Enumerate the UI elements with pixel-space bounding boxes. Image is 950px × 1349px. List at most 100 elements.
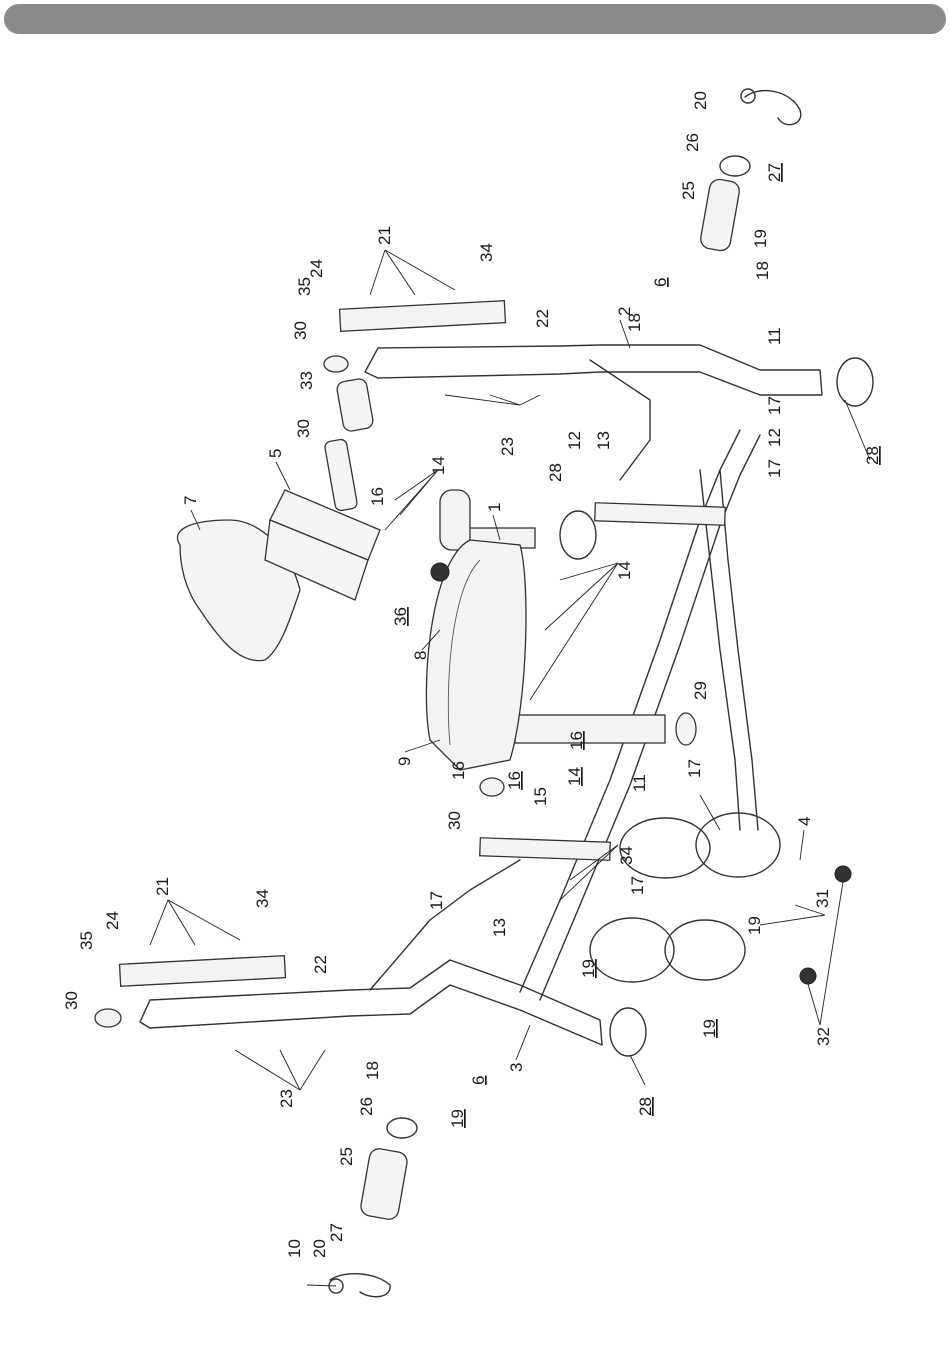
leveler-foot-1: [835, 866, 851, 882]
callout-17e: 17: [628, 876, 647, 895]
callout-28b: 28: [863, 446, 882, 465]
callout-10: 10: [285, 1239, 304, 1258]
callout-30c: 30: [445, 811, 464, 830]
pivot-disc-4: [665, 920, 745, 980]
rear-stabilizer-2: [720, 470, 758, 830]
foot-plate-left: [120, 956, 286, 987]
callout-22b: 22: [311, 955, 330, 974]
handle-sleeve-left: [359, 1147, 408, 1221]
callout-11a: 11: [765, 327, 784, 345]
callout-13a: 13: [594, 431, 613, 450]
callout-17b: 17: [765, 459, 784, 478]
center-post: [515, 715, 665, 743]
callout-34b: 34: [617, 846, 636, 865]
callout-30d: 30: [62, 991, 81, 1010]
callout-3: 3: [507, 1063, 526, 1072]
callout-9: 9: [395, 757, 414, 766]
callout-20a: 20: [691, 91, 710, 110]
callout-35a: 35: [295, 277, 314, 296]
callout-28c: 28: [636, 1097, 655, 1116]
callout-16a: 16: [368, 487, 387, 506]
callout-18a: 18: [625, 313, 644, 332]
callout-30b: 30: [294, 419, 313, 438]
callout-19d: 19: [700, 1019, 719, 1038]
right-upright-frame: [365, 345, 822, 395]
callout-23a: 23: [498, 437, 517, 456]
foot-plate-right: [340, 301, 506, 332]
handle-sleeve-right: [699, 178, 741, 252]
callout-27a: 27: [765, 163, 784, 182]
callout-24a: 24: [307, 259, 326, 278]
pivot-disc-3: [590, 918, 674, 982]
callout-28a: 28: [546, 463, 565, 482]
callout-33: 33: [297, 371, 316, 390]
callout-19a: 19: [751, 229, 770, 248]
callout-26b: 26: [357, 1097, 376, 1116]
callout-26a: 26: [683, 133, 702, 152]
callout-17d: 17: [427, 891, 446, 910]
leader-lines: [150, 250, 870, 1286]
foot-pad-left: [610, 1008, 646, 1056]
adjust-knob: [431, 563, 449, 581]
backrest-tube: [324, 439, 358, 512]
foot-pad-center: [560, 511, 596, 559]
callout-36: 36: [391, 607, 410, 626]
callout-13b: 13: [490, 918, 509, 937]
callout-18b: 18: [753, 261, 772, 280]
cross-member-right: [590, 360, 650, 480]
callout-19b: 19: [448, 1109, 467, 1128]
callout-32: 32: [814, 1027, 833, 1046]
foot-pad-right: [837, 358, 873, 406]
mount-plate-right: [595, 503, 726, 526]
mount-plate-left: [480, 838, 611, 861]
callout-21a: 21: [375, 226, 394, 245]
seat-post-top: [440, 490, 470, 550]
callout-14a: 14: [429, 456, 448, 475]
callout-16d: 16: [567, 731, 586, 750]
callout-6b: 6: [469, 1076, 488, 1085]
callout-18c: 18: [363, 1061, 382, 1080]
leveler-foot-2: [800, 968, 816, 984]
washer-right: [720, 156, 750, 176]
callout-14b: 14: [615, 561, 634, 580]
lock-ring-right: [741, 89, 755, 103]
callout-17a: 17: [765, 396, 784, 415]
callout-14c: 14: [565, 767, 584, 786]
pivot-disc-2: [696, 813, 780, 877]
callout-31: 31: [813, 889, 832, 908]
center-post-cap: [676, 713, 696, 745]
washer-left: [387, 1118, 417, 1138]
callout-19c: 19: [579, 959, 598, 978]
callout-4: 4: [795, 817, 814, 826]
end-cap-top: [324, 356, 348, 372]
callout-16b: 16: [449, 761, 468, 780]
callout-5: 5: [266, 449, 285, 458]
callout-29: 29: [691, 681, 710, 700]
callout-34a: 34: [477, 243, 496, 262]
callout-22a: 22: [533, 309, 552, 328]
callout-25a: 25: [679, 181, 698, 200]
callout-15: 15: [531, 787, 550, 806]
callout-19e: 19: [745, 916, 764, 935]
callout-7: 7: [181, 496, 200, 505]
end-cap-left: [95, 1009, 121, 1027]
callout-23b: 23: [277, 1089, 296, 1108]
callout-27b: 27: [327, 1223, 346, 1242]
spring-clip-right: [745, 91, 801, 125]
callout-24b: 24: [103, 911, 122, 930]
callout-25b: 25: [337, 1147, 356, 1166]
callout-21b: 21: [153, 877, 172, 896]
callout-16c: 16: [505, 771, 524, 790]
callout-34c: 34: [253, 889, 272, 908]
end-cap-mid: [480, 778, 504, 796]
callout-12b: 12: [765, 428, 784, 447]
callout-17c: 17: [685, 759, 704, 778]
callout-8: 8: [411, 651, 430, 660]
callout-1: 1: [485, 503, 504, 512]
swivel-handle: [336, 378, 374, 432]
callout-6a: 6: [651, 278, 670, 287]
callout-11b: 11: [630, 774, 649, 792]
callout-12a: 12: [565, 431, 584, 450]
spring-clip-left: [330, 1274, 390, 1297]
